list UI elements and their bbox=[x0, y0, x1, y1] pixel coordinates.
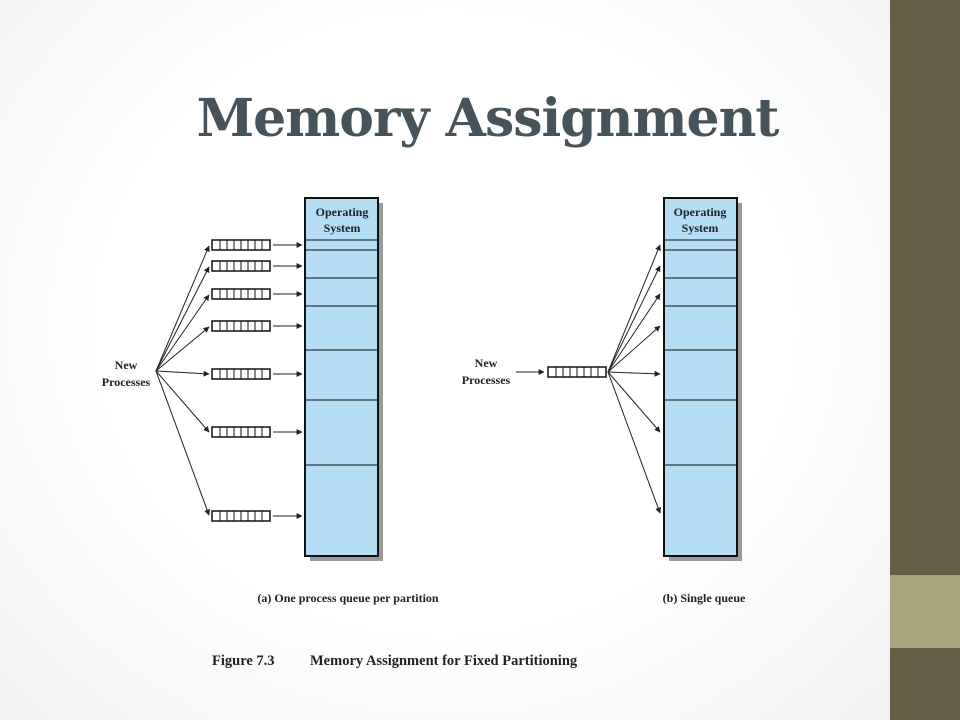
side-band-bottom bbox=[890, 648, 960, 720]
panel-a-memory: Operating System bbox=[304, 197, 383, 561]
panel-b-fan-arrows bbox=[607, 244, 661, 514]
panel-a-queue-2 bbox=[211, 260, 271, 272]
panel-b-memory: Operating System bbox=[663, 197, 742, 561]
figure-caption-text: Memory Assignment for Fixed Partitioning bbox=[310, 653, 578, 669]
panel-b-source-label-2: Processes bbox=[462, 373, 511, 387]
figure-number: Figure 7.3 bbox=[212, 653, 275, 669]
panel-a-queue-6 bbox=[211, 426, 271, 438]
panel-b-source-label-1: New bbox=[475, 356, 498, 370]
panel-b-os-label-1: Operating bbox=[674, 205, 727, 219]
panel-b-os-label-2: System bbox=[682, 221, 719, 235]
panel-b-single-queue bbox=[547, 366, 607, 378]
panel-a-queue-5 bbox=[211, 368, 271, 380]
panel-b-caption: (b) Single queue bbox=[663, 591, 746, 605]
panel-a-partition-arrows bbox=[273, 242, 303, 519]
panel-a-os-label-1: Operating bbox=[316, 205, 369, 219]
panel-a-queue-3 bbox=[211, 288, 271, 300]
panel-a-fan-arrows bbox=[155, 245, 210, 516]
side-band-middle bbox=[890, 575, 960, 648]
fixed-partitioning-figure: Operating System New Processes bbox=[102, 197, 746, 669]
panel-a-caption: (a) One process queue per partition bbox=[257, 591, 439, 605]
side-band-top bbox=[890, 0, 960, 575]
panel-a-source-label-2: Processes bbox=[102, 375, 151, 389]
panel-a-os-label-2: System bbox=[324, 221, 361, 235]
panel-a-queue-7 bbox=[211, 510, 271, 522]
panel-a-queue-1 bbox=[211, 239, 271, 251]
panel-a-source-label-1: New bbox=[115, 358, 138, 372]
slide-title: Memory Assignment bbox=[196, 88, 780, 149]
panel-a-queue-4 bbox=[211, 320, 271, 332]
